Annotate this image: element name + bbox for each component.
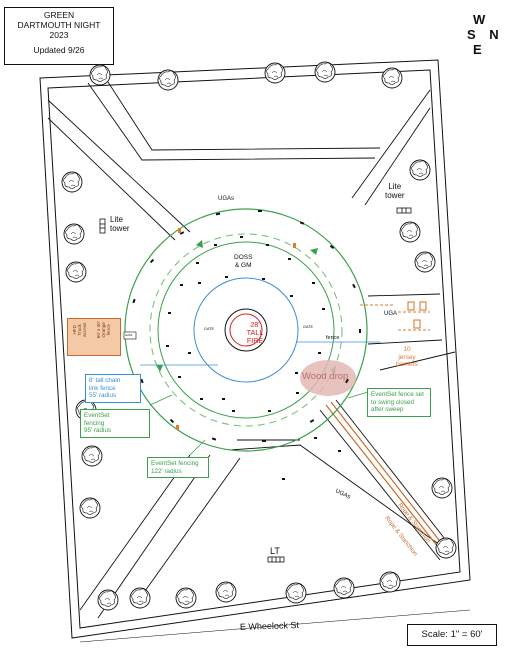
label-text: barriers (396, 361, 419, 368)
doss-gm-label: DOSS & GM (234, 254, 252, 270)
tree-icon (63, 223, 85, 245)
eventset-122-note: EventSet fencing 122' radius (147, 457, 209, 479)
tree-icon (435, 537, 457, 559)
label-text: fence (106, 324, 112, 336)
note-text: 55' radius (89, 392, 117, 400)
rope-stanchion (325, 401, 447, 553)
label-text: & GM (234, 262, 252, 269)
middle-ring (149, 233, 343, 427)
lt-label: LT (270, 546, 280, 556)
ugas-top-label: UGAs (218, 196, 235, 202)
street-line (79, 609, 471, 643)
title-line: DARTMOUTH NIGHT (17, 20, 101, 30)
west-gate-label: GATE (125, 333, 133, 337)
tree-icon (264, 62, 286, 84)
tree-icon (379, 571, 401, 593)
tree-icon (61, 171, 83, 193)
chain-link-ring (193, 277, 299, 383)
fence-label: fence (326, 335, 340, 341)
compass-w: W (473, 12, 486, 27)
compass-e: E (473, 42, 482, 57)
tree-icon (157, 69, 179, 91)
fire-inner-ring (229, 313, 263, 347)
eventset-swing-note: EventSet fence set to swing closed after… (367, 388, 431, 417)
lite-tower-east-label: Lite tower (385, 182, 405, 200)
tree-icon (97, 589, 119, 611)
wood-drop-area (300, 360, 356, 396)
tree-icon (81, 445, 103, 467)
note-text: to swing closed (371, 398, 415, 406)
gate-left-label: GATE (204, 327, 215, 331)
note-text: EventSet (84, 412, 110, 419)
label-text: DOSS (234, 254, 253, 261)
note-text: EventSet fence set (371, 391, 424, 398)
label-text: 28' (250, 320, 260, 329)
label-text: 10 (403, 346, 411, 353)
tree-icon (79, 497, 101, 519)
label-text: jersey (398, 353, 416, 361)
lite-tower-icon (99, 207, 412, 563)
paths (47, 81, 456, 619)
tree-icon (215, 581, 237, 603)
barrier-marks (132, 210, 361, 480)
hfd-text-1: HFD Truck access (72, 312, 88, 348)
note-text: 8' tall chain (89, 377, 121, 384)
compass-s: S (467, 27, 476, 42)
fire-label: 28' TALL FIRE (240, 320, 270, 346)
wood-drop-label: Wood drop (302, 371, 349, 382)
hfd-truck-access: HFD Truck access 60' x 30' Orange fence (67, 318, 121, 356)
note-text: after sweep (371, 406, 404, 414)
tree-icon (381, 67, 403, 89)
compass: W S N E (467, 12, 499, 57)
label-text: Lite (388, 182, 402, 191)
tree-icon (399, 221, 421, 243)
label-text: Lite (110, 215, 123, 224)
tree-icon (65, 261, 87, 283)
compass-n: N (489, 27, 499, 42)
note-text: 95' radius (84, 427, 112, 435)
chain-link-note: 8' tall chain link fence 55' radius (85, 374, 141, 403)
uga-right-label: UGA (384, 311, 398, 317)
eventset-95-note: EventSet fencing 95' radius (80, 409, 150, 438)
note-text: EventSet fencing (151, 460, 199, 467)
label-text: access (82, 322, 88, 337)
orange-marks (176, 228, 296, 430)
ugas-bottom-label: UGAs (334, 488, 351, 500)
green-leaders (149, 391, 369, 456)
note-text: fencing (84, 419, 105, 427)
outer-ring (124, 208, 368, 452)
street-label: E Wheelock St (240, 620, 300, 632)
note-text: link fence (89, 384, 116, 392)
gate-right-label: GATE (303, 325, 314, 329)
tree-icon (285, 582, 307, 604)
west-gate (123, 331, 137, 340)
tree-icon (333, 577, 355, 599)
title-line: 2023 (49, 30, 69, 40)
jersey-barriers-label: 10 jersey barriers (396, 346, 418, 369)
title-box: GREEN DARTMOUTH NIGHT 2023 Updated 9/26 (4, 7, 114, 65)
label-text: FIRE (246, 336, 264, 346)
tree-icon (409, 159, 431, 181)
tree-icon (431, 477, 453, 499)
label-text: tower (385, 191, 405, 200)
tree-icon (414, 251, 436, 273)
tree-icon (89, 64, 111, 86)
green-boundary (39, 59, 471, 639)
scale-box: Scale: 1" = 60' (407, 624, 497, 646)
tree-icon (129, 587, 151, 609)
inner-green-ring (157, 241, 335, 419)
label-text: tower (110, 224, 130, 233)
label-text: TALL (246, 328, 264, 338)
title-line: GREEN (43, 10, 75, 20)
updated-date: Updated 9/26 (33, 45, 85, 55)
fire-outer-ring (224, 308, 268, 352)
jersey-barriers (360, 301, 430, 331)
note-text: 122' radius (151, 467, 182, 475)
tree-icon (175, 587, 197, 609)
leader-lines (140, 341, 380, 366)
hfd-text-2: 60' x 30' Orange fence (96, 312, 112, 348)
tree-icon (314, 61, 336, 83)
lite-tower-west-label: Lite tower (110, 215, 130, 233)
